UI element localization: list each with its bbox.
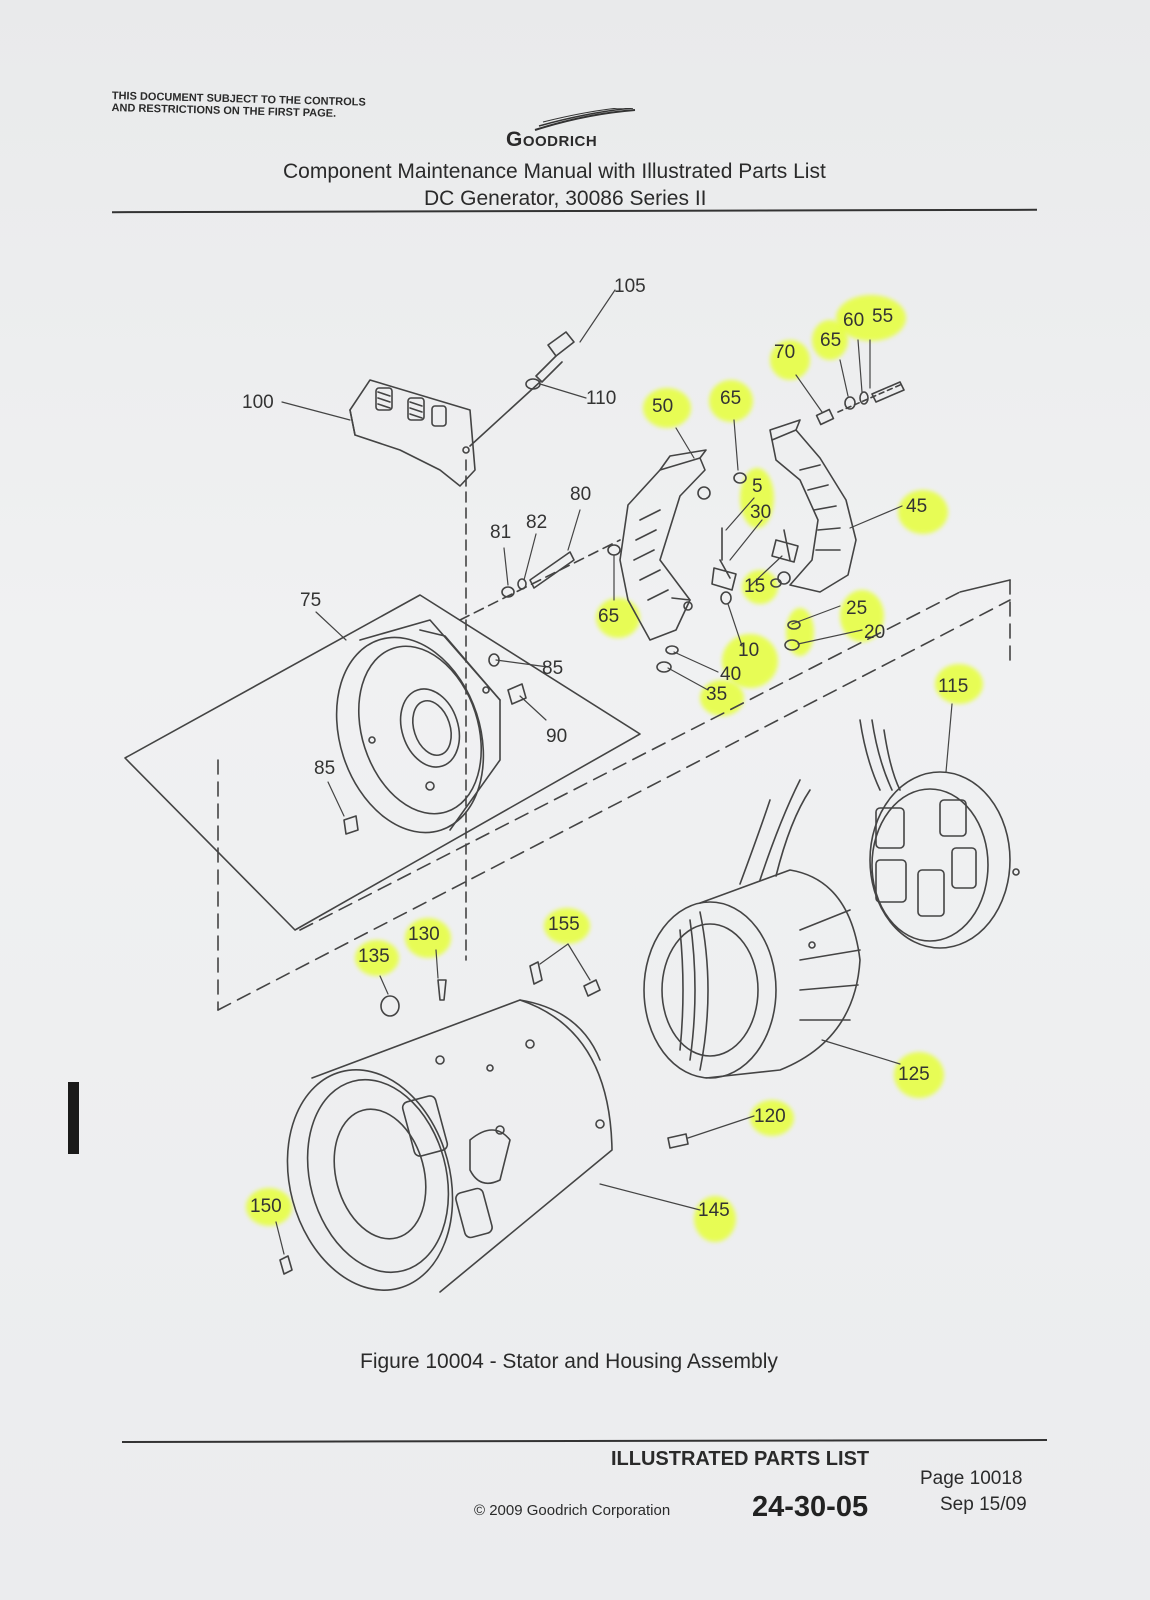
diode-part-15 (771, 529, 799, 563)
callout-40: 40 (720, 664, 742, 685)
change-bar (68, 1082, 79, 1154)
callout-35: 35 (706, 684, 728, 705)
highlight-mark (700, 680, 744, 716)
housing-part-145 (286, 999, 613, 1293)
callout-70: 70 (774, 342, 796, 363)
highlight-mark (894, 1052, 944, 1098)
callout-65: 65 (720, 388, 742, 409)
manual-subtitle: DC Generator, 30086 Series II (424, 187, 707, 210)
callout-65: 65 (820, 330, 842, 351)
page-date: Sep 15/09 (940, 1494, 1027, 1515)
rectifier-bracket-part-50 (619, 449, 711, 641)
highlight-mark (786, 608, 814, 656)
callout-105: 105 (614, 276, 646, 297)
callout-75: 75 (300, 590, 322, 611)
screw-part-105 (535, 331, 575, 383)
highlight-mark (722, 634, 778, 688)
figure-caption: Figure 10004 - Stator and Housing Assemb… (360, 1350, 778, 1373)
callout-55: 55 (872, 306, 894, 327)
callout-115: 115 (938, 676, 969, 697)
highlight-mark (750, 1100, 794, 1136)
brush-holder-part-100 (349, 379, 476, 487)
callout-150: 150 (250, 1196, 282, 1217)
manual-title: Component Maintenance Manual with Illust… (283, 160, 826, 183)
page-number: Page 10018 (920, 1468, 1023, 1489)
callout-25: 25 (846, 598, 868, 619)
callout-125: 125 (898, 1064, 930, 1085)
callout-5: 5 (752, 476, 763, 497)
callout-65: 65 (598, 606, 620, 627)
callout-82: 82 (526, 512, 548, 533)
callout-90: 90 (546, 726, 568, 747)
callout-100: 100 (242, 392, 274, 413)
highlight-mark (770, 340, 810, 380)
callout-45: 45 (906, 496, 928, 517)
callout-135: 135 (358, 946, 390, 967)
callout-85: 85 (542, 658, 564, 679)
highlight-mark (355, 940, 399, 976)
callout-10: 10 (738, 640, 760, 661)
copyright: © 2009 Goodrich Corporation (474, 1502, 671, 1519)
highlight-mark (742, 570, 778, 604)
diode-part-5 (711, 527, 737, 591)
brand-name: Goodrich (506, 128, 598, 151)
highlight-mark (935, 664, 983, 704)
callout-60: 60 (843, 310, 865, 331)
callout-130: 130 (408, 924, 440, 945)
callout-30: 30 (750, 502, 772, 523)
hardware-stack-55-70 (815, 381, 905, 426)
highlight-mark (694, 1196, 736, 1242)
callout-155: 155 (548, 914, 580, 935)
highlight-mark (596, 598, 640, 638)
stator-winding-part-125 (643, 779, 861, 1079)
callout-80: 80 (570, 484, 592, 505)
highlight-mark (246, 1188, 292, 1226)
callout-120: 120 (754, 1106, 786, 1127)
callout-81: 81 (490, 522, 512, 543)
highlight-mark (405, 918, 451, 958)
callout-20: 20 (864, 622, 886, 643)
document-number: 24-30-05 (752, 1491, 869, 1523)
callout-15: 15 (744, 576, 766, 597)
callout-110: 110 (586, 388, 617, 409)
goodrich-logo-swoosh-icon (534, 108, 636, 131)
callout-145: 145 (698, 1200, 730, 1221)
field-assembly-part-115 (859, 719, 1020, 949)
end-bell-part-75 (335, 619, 501, 834)
rectifier-bracket-part-45 (769, 419, 857, 593)
highlight-mark (709, 380, 753, 422)
washer-part-65 (607, 544, 621, 556)
section-title: ILLUSTRATED PARTS LIST (611, 1448, 870, 1470)
highlight-mark (544, 908, 590, 944)
highlight-mark (643, 388, 691, 428)
highlight-mark (836, 295, 906, 341)
highlight-mark (898, 490, 948, 534)
callout-85: 85 (314, 758, 336, 779)
washer-part-65 (733, 472, 747, 484)
callout-50: 50 (652, 396, 674, 417)
